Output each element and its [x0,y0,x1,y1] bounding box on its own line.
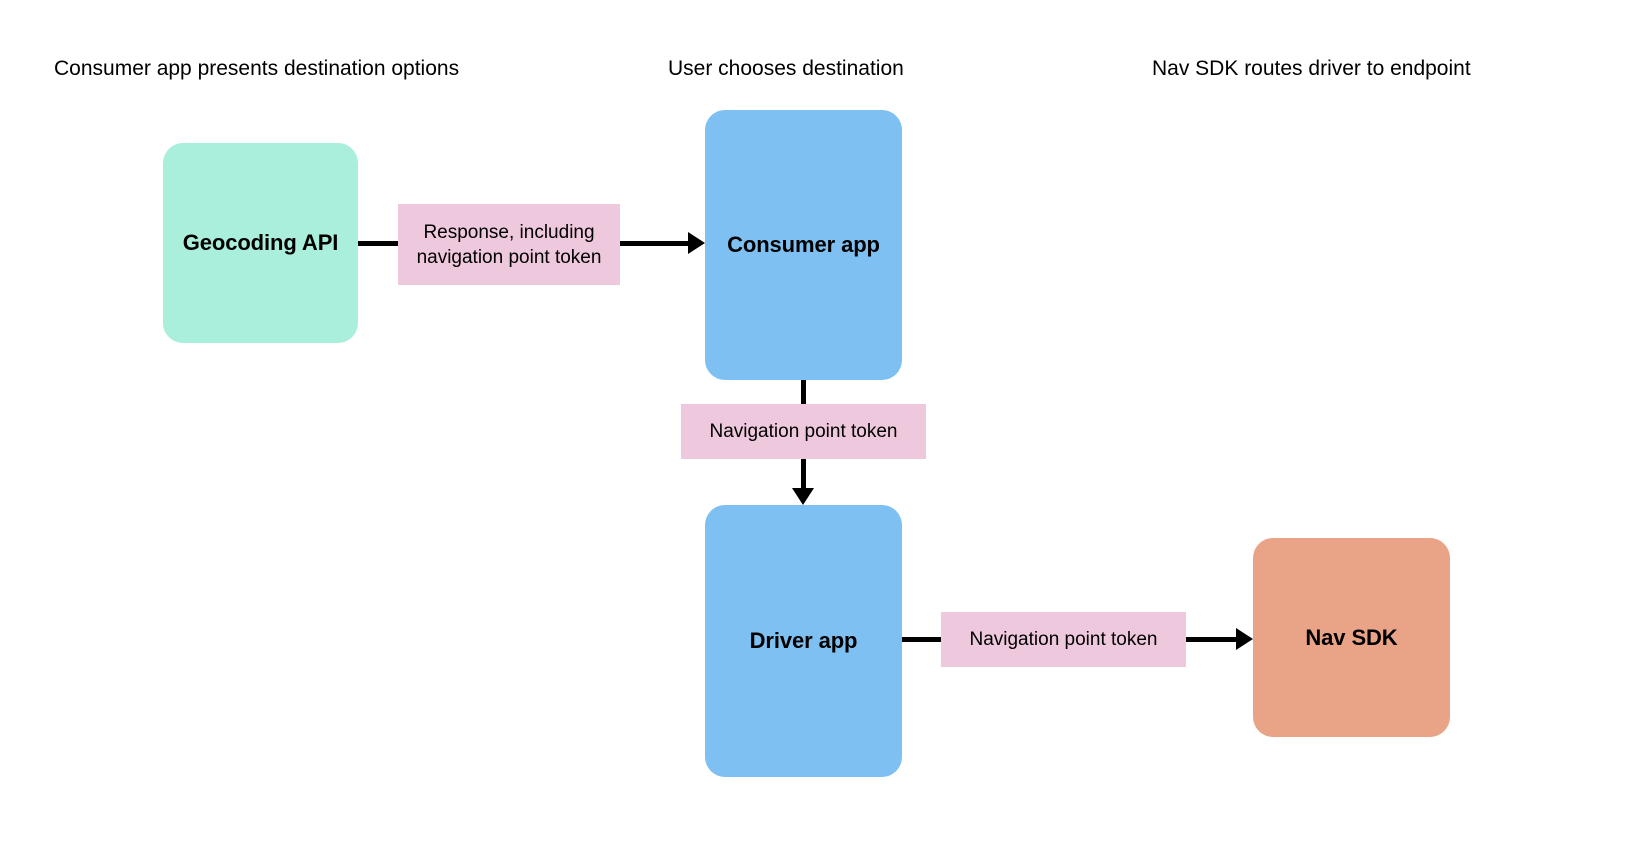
column-header-user-chooses-destination: User chooses destination [668,57,904,80]
node-nav-sdk[interactable]: Nav SDK [1253,538,1450,737]
edge-driver-to-navsdk-line-right [1184,637,1236,642]
node-driver-app[interactable]: Driver app [705,505,902,777]
node-consumer-app-label: Consumer app [727,232,880,257]
edge-label-nav-token-driver-text: Navigation point token [969,629,1158,650]
edge-label-nav-token-consumer-text: Navigation point token [709,421,898,442]
edge-label-response-including-navigation-point-token: Response, including navigation point tok… [398,204,620,285]
edge-label-response-text: Response, including navigation point tok… [416,221,602,268]
edge-label-navigation-point-token-driver-to-navsdk: Navigation point token [941,612,1186,667]
edge-driver-to-navsdk-line-left [902,637,944,642]
edge-label-navigation-point-token-consumer-to-driver: Navigation point token [681,404,926,459]
node-driver-app-label: Driver app [749,628,858,653]
edge-geocoding-to-consumer-arrowhead-icon [688,232,705,254]
edge-geocoding-to-consumer-line-right [618,241,688,246]
edge-consumer-to-driver-line-bottom [801,456,806,488]
node-geocoding-api-label: Geocoding API [182,230,339,255]
edge-consumer-to-driver-line-top [801,380,806,408]
edge-driver-to-navsdk-arrowhead-icon [1236,628,1253,650]
node-geocoding-api[interactable]: Geocoding API [163,143,358,343]
column-header-nav-sdk-routes-driver: Nav SDK routes driver to endpoint [1152,57,1471,80]
node-consumer-app[interactable]: Consumer app [705,110,902,380]
node-nav-sdk-label: Nav SDK [1305,624,1398,650]
edge-geocoding-to-consumer-line-left [358,241,400,246]
edge-consumer-to-driver-arrowhead-icon [792,488,814,505]
column-header-consumer-app-presents: Consumer app presents destination option… [54,57,460,80]
